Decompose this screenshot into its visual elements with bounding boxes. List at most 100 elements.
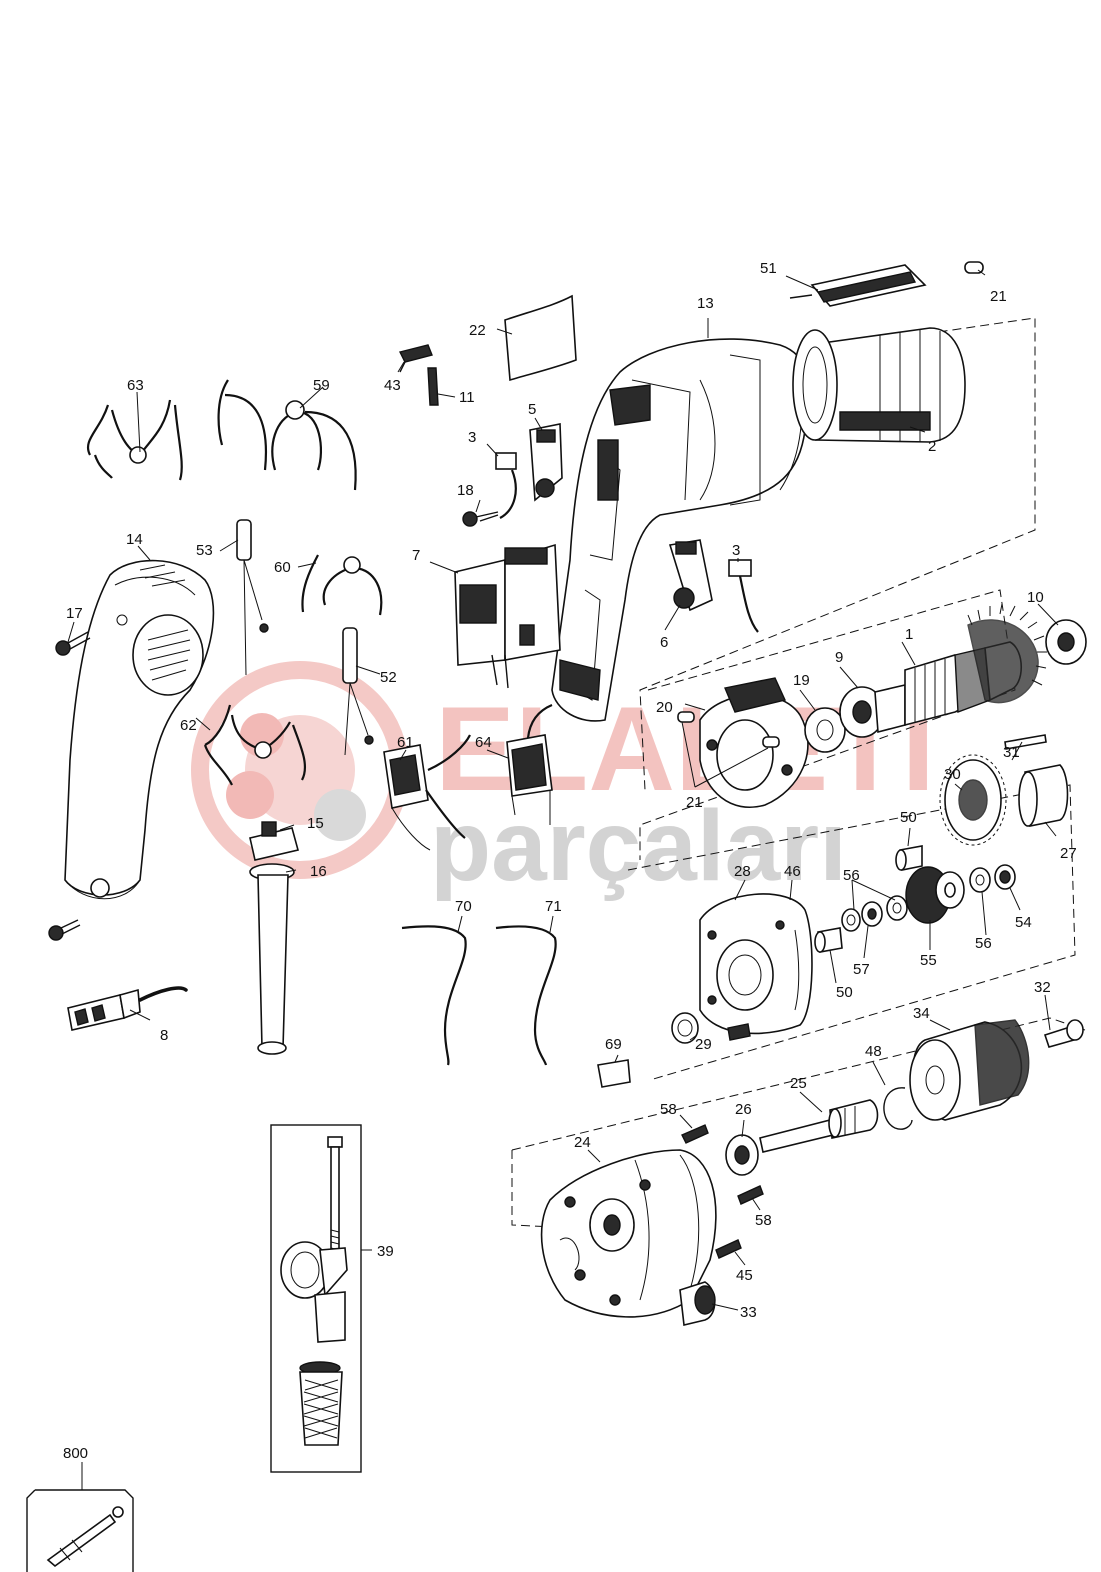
label-part-6: 6 xyxy=(660,634,668,651)
watermark-gear-logo xyxy=(191,661,409,879)
label-part-17: 17 xyxy=(66,605,83,622)
label-part-14: 14 xyxy=(126,531,143,548)
part-53-capacitor xyxy=(236,519,269,676)
label-part-39: 39 xyxy=(377,1243,394,1260)
part-17-screw-lower xyxy=(48,919,81,941)
label-part-13: 13 xyxy=(697,295,714,312)
part-58-screw-upper xyxy=(681,1124,709,1144)
part-56-washer-b xyxy=(886,895,908,921)
part-number-labels: 1 2 3 3 5 6 7 8 9 10 11 13 14 15 16 17 1… xyxy=(63,260,1077,1462)
label-part-70: 70 xyxy=(455,898,472,915)
label-part-56-upper: 56 xyxy=(843,867,860,884)
label-part-27: 27 xyxy=(1060,845,1077,862)
guide-motor-housing xyxy=(639,317,1036,791)
part-43-clip xyxy=(398,344,433,373)
label-part-63: 63 xyxy=(127,377,144,394)
label-part-16: 16 xyxy=(310,863,327,880)
part-70-lead xyxy=(401,925,467,1066)
label-part-25: 25 xyxy=(790,1075,807,1092)
label-part-21-lower: 21 xyxy=(686,794,703,811)
label-part-55: 55 xyxy=(920,952,937,969)
label-part-56-lower: 56 xyxy=(975,935,992,952)
label-part-59: 59 xyxy=(313,377,330,394)
part-60-wire-set xyxy=(301,554,383,616)
label-part-8: 8 xyxy=(160,1027,168,1044)
label-part-45: 45 xyxy=(736,1267,753,1284)
part-800-accessory xyxy=(26,1489,134,1572)
label-part-30: 30 xyxy=(944,766,961,783)
part-55-gear xyxy=(905,866,965,924)
label-part-22: 22 xyxy=(469,322,486,339)
part-59-wire-set xyxy=(217,379,357,491)
part-69-block xyxy=(597,1059,631,1088)
label-part-61: 61 xyxy=(397,734,414,751)
label-part-2: 2 xyxy=(928,438,936,455)
label-part-3-upper: 3 xyxy=(468,429,476,446)
label-part-28: 28 xyxy=(734,863,751,880)
part-29-washer xyxy=(671,1012,699,1044)
label-part-20: 20 xyxy=(656,699,673,716)
part-71-lead xyxy=(495,925,557,1066)
label-part-62: 62 xyxy=(180,717,197,734)
part-18-screw xyxy=(462,511,499,527)
part-27-bushing xyxy=(1018,764,1069,827)
label-part-26: 26 xyxy=(735,1101,752,1118)
watermark-brand-subtext: parçaları xyxy=(430,790,847,902)
part-6-brush-holder xyxy=(668,539,713,612)
label-part-9: 9 xyxy=(835,649,843,666)
part-14-handle-half xyxy=(64,559,215,900)
part-45-screw xyxy=(715,1239,742,1259)
part-8-cord xyxy=(67,986,188,1031)
label-part-31: 31 xyxy=(1003,744,1020,761)
part-2-stator xyxy=(792,327,966,443)
part-63-wire-set xyxy=(87,399,183,481)
part-56-washer-c xyxy=(969,867,991,893)
part-62-wire-set xyxy=(203,704,307,786)
part-5-brush-holder xyxy=(529,423,563,502)
part-15-clamp xyxy=(249,821,299,861)
part-56-washer-a xyxy=(841,908,861,932)
part-54-bearing xyxy=(994,864,1016,890)
part-31-pin xyxy=(1004,734,1047,750)
leader-lines xyxy=(67,269,1059,1490)
part-1-armature xyxy=(874,603,1047,734)
label-part-18: 18 xyxy=(457,482,474,499)
part-20-brush-ring xyxy=(699,677,809,808)
label-part-58-upper: 58 xyxy=(660,1101,677,1118)
part-39-side-handle xyxy=(270,1124,362,1473)
guide-gear-case xyxy=(627,784,1076,1081)
label-part-52: 52 xyxy=(380,669,397,686)
label-part-54: 54 xyxy=(1015,914,1032,931)
part-25-spindle xyxy=(759,1099,879,1153)
label-part-15: 15 xyxy=(307,815,324,832)
part-50-sleeve-upper xyxy=(895,845,923,871)
part-13-housing xyxy=(551,338,811,722)
label-part-21-top: 21 xyxy=(990,288,1007,305)
label-part-34: 34 xyxy=(913,1005,930,1022)
label-part-46: 46 xyxy=(784,863,801,880)
label-part-32: 32 xyxy=(1034,979,1051,996)
label-part-24: 24 xyxy=(574,1134,591,1151)
part-64-module xyxy=(506,703,553,825)
label-part-43: 43 xyxy=(384,377,401,394)
label-part-50-lower: 50 xyxy=(836,984,853,1001)
part-10-bearing xyxy=(1045,619,1087,665)
part-34-chuck xyxy=(909,1019,1030,1121)
part-57-nut xyxy=(861,901,883,927)
label-part-3-lower: 3 xyxy=(732,542,740,559)
label-part-48: 48 xyxy=(865,1043,882,1060)
label-part-64: 64 xyxy=(475,734,492,751)
label-part-7: 7 xyxy=(412,547,420,564)
label-part-60: 60 xyxy=(274,559,291,576)
part-19-washer xyxy=(804,707,846,753)
part-11-clip xyxy=(427,367,439,406)
label-part-19: 19 xyxy=(793,672,810,689)
part-51-module xyxy=(789,264,927,307)
part-7-switch xyxy=(454,543,561,689)
label-part-29: 29 xyxy=(695,1036,712,1053)
part-16-cord-guard xyxy=(249,863,295,1055)
label-part-50-upper: 50 xyxy=(900,809,917,826)
label-part-58-lower: 58 xyxy=(755,1212,772,1229)
part-9-bearing xyxy=(839,686,885,738)
part-30-gear xyxy=(939,754,1007,846)
